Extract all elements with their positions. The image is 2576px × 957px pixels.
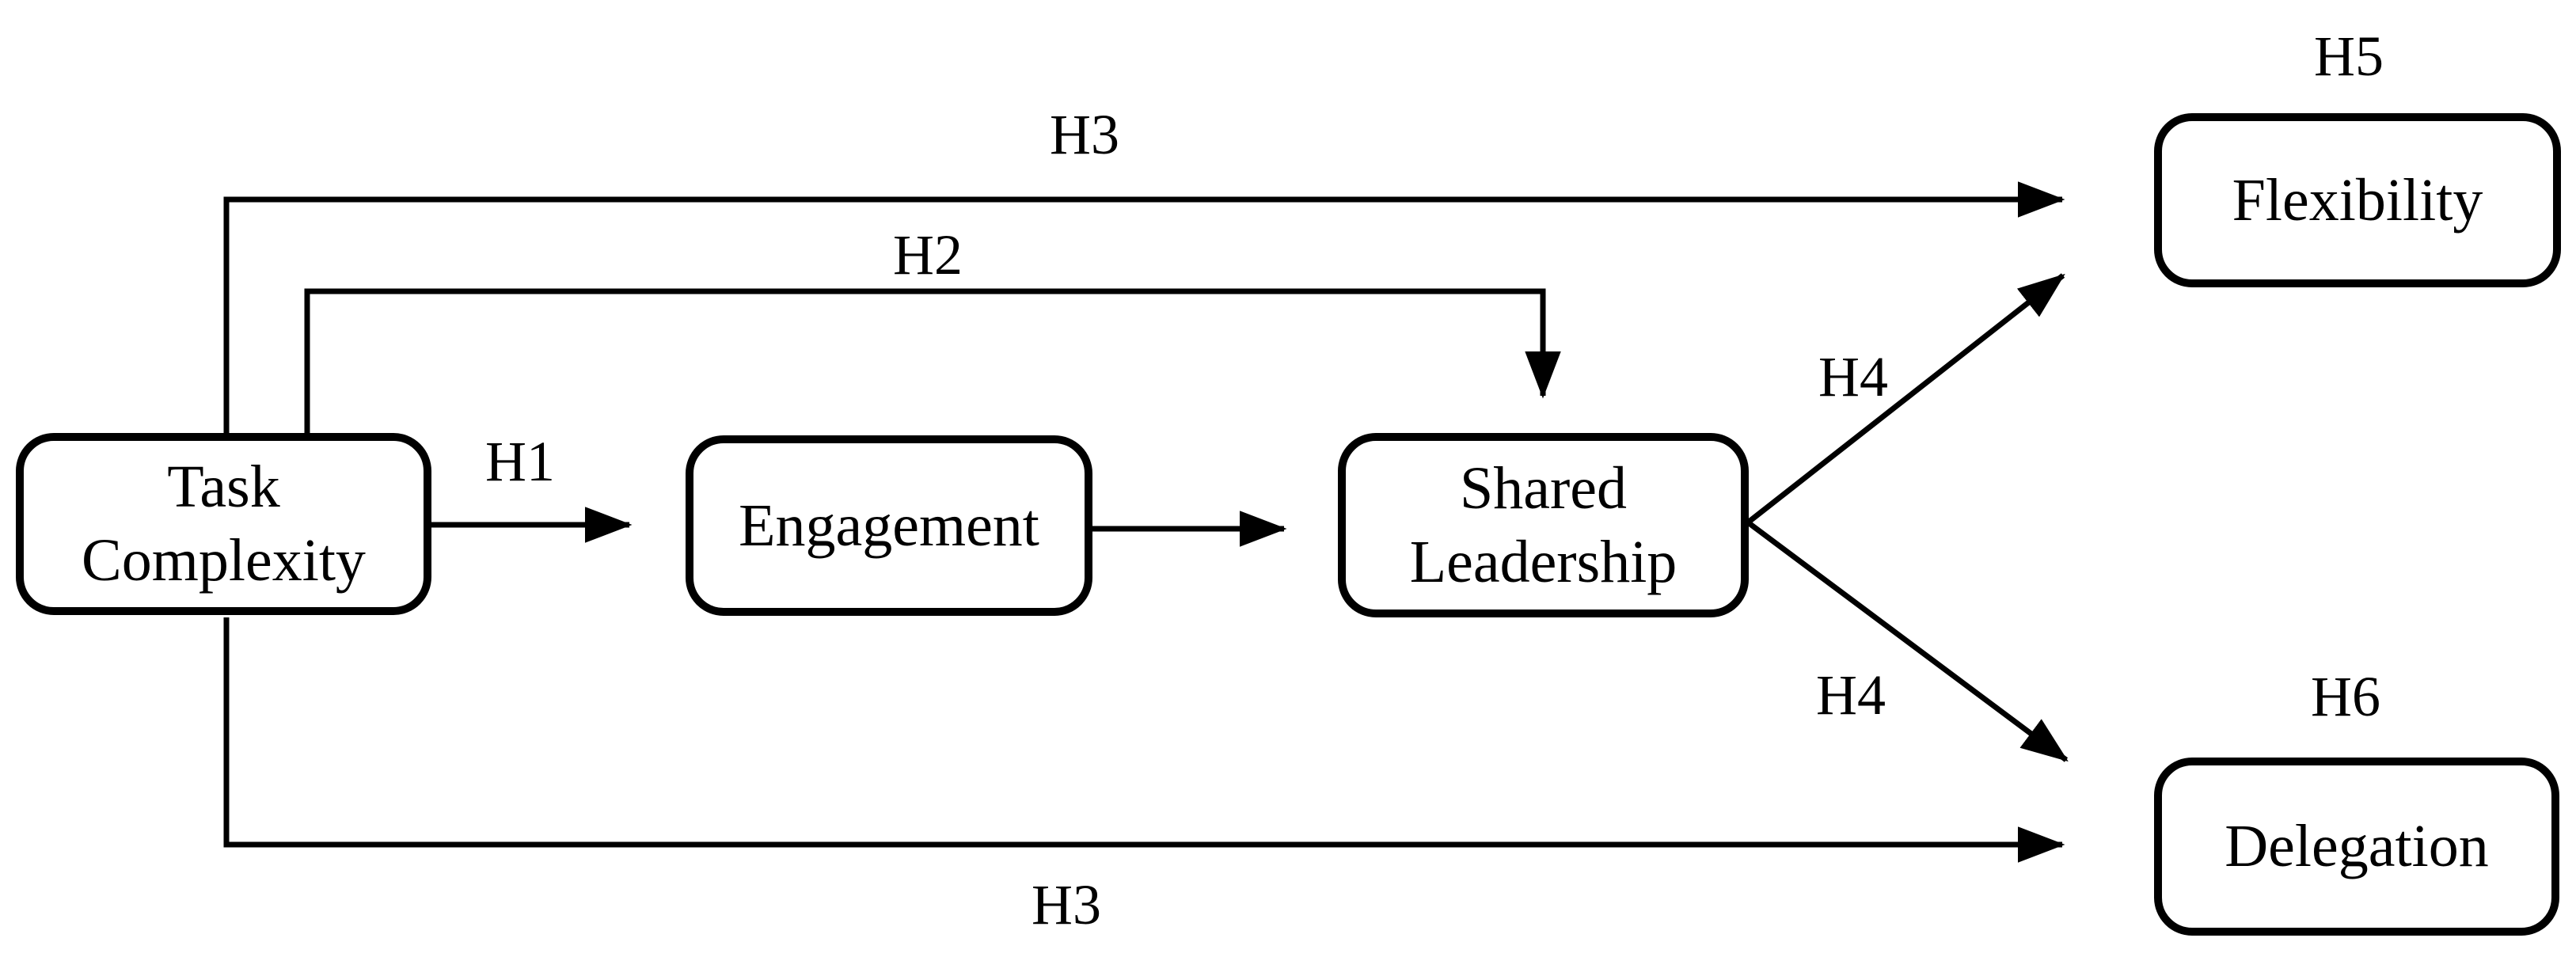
hypothesis-label-h2: H2 (893, 223, 963, 287)
hypothesis-label-h3-bottom: H3 (1032, 873, 1101, 936)
arrow-h3-task-to-flexibility (223, 181, 2065, 433)
arrow-h4-shared-leadership-to-delegation (1746, 520, 2069, 762)
arrow-h4-shared-leadership-to-flexibility (1746, 273, 2065, 525)
node-delegation-label: Delegation (2225, 813, 2489, 880)
node-shared-leadership-label: Shared Leadership (1409, 454, 1677, 595)
node-flexibility-label: Flexibility (2232, 166, 2483, 234)
hypothesis-label-h4-upper: H4 (1818, 345, 1888, 408)
hypothesis-label-h3-top: H3 (1050, 103, 1119, 166)
hypothesis-label-h5: H5 (2314, 25, 2384, 88)
node-task-complexity: Task Complexity (16, 433, 431, 615)
hypothesis-label-h6: H6 (2311, 665, 2380, 728)
node-flexibility: Flexibility (2154, 113, 2561, 287)
node-shared-leadership: Shared Leadership (1338, 433, 1749, 617)
hypothesis-label-h4-lower: H4 (1816, 663, 1886, 727)
arrow-h3-task-to-delegation (223, 617, 2065, 863)
hypothesis-label-h1: H1 (485, 430, 555, 493)
arrow-h2-task-to-shared-leadership (304, 288, 1561, 433)
node-engagement: Engagement (686, 435, 1092, 616)
node-task-complexity-label: Task Complexity (82, 454, 366, 594)
node-delegation: Delegation (2154, 758, 2559, 936)
node-engagement-label: Engagement (739, 492, 1039, 559)
